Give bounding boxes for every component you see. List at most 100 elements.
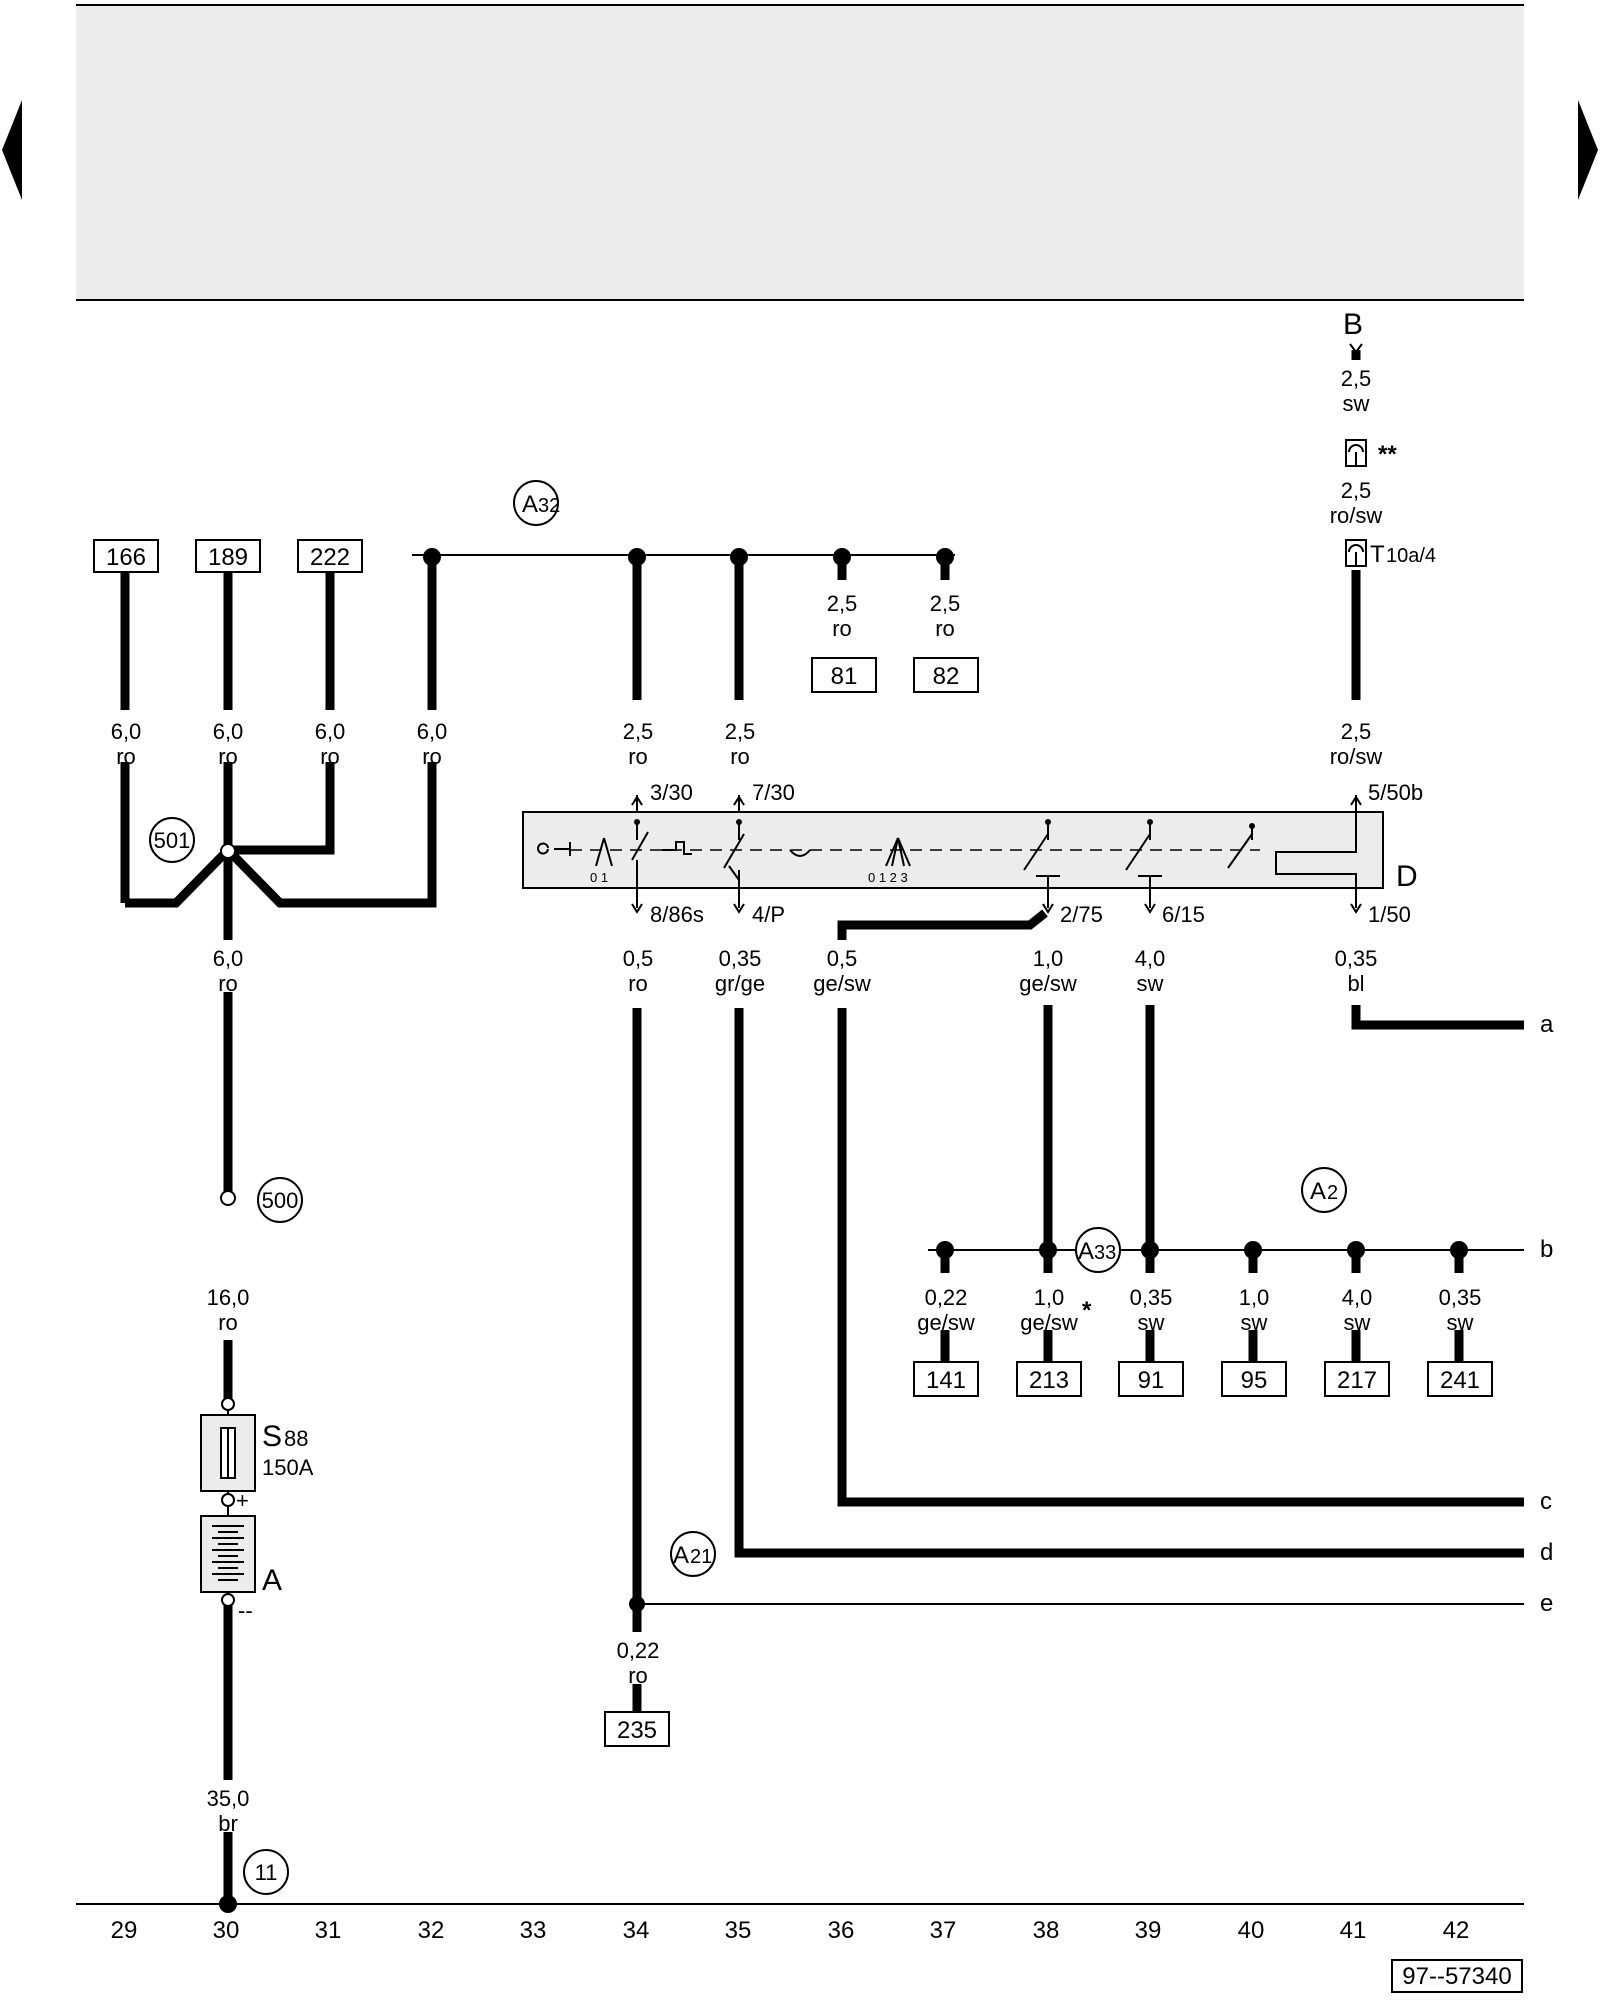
pin-2-75: 2/75 — [1060, 902, 1103, 927]
col-37: 37 — [930, 1917, 957, 1944]
pin-1-50: 1/50 — [1368, 902, 1411, 927]
ref-235: 235 — [617, 1717, 657, 1744]
edge-b: b — [1540, 1236, 1553, 1263]
ref-boxes — [93, 539, 1523, 1993]
circle-501: 501 — [154, 828, 191, 853]
w91-color: sw — [1138, 1310, 1165, 1335]
thin-lines — [76, 554, 1524, 1905]
col-39: 39 — [1135, 1917, 1162, 1944]
label-S-sub: 88 — [284, 1426, 308, 1451]
ref-241: 241 — [1440, 1367, 1480, 1394]
label-T-sub: 10a/4 — [1386, 545, 1436, 567]
w166-size: 6,0 — [111, 719, 142, 744]
ignition-switch-D: 0 1 0 1 2 3 — [522, 795, 1384, 908]
col-33: 33 — [520, 1917, 547, 1944]
w217-color: sw — [1344, 1310, 1371, 1335]
prev-page-arrow-icon[interactable] — [2, 100, 22, 200]
circle-A2-main: A — [1310, 1178, 1326, 1205]
w32-size: 6,0 — [417, 719, 448, 744]
label-A: A — [262, 1564, 282, 1597]
w30c-size: 35,0 — [207, 1786, 250, 1811]
w34c-color: ro — [628, 1663, 648, 1688]
w222-size: 6,0 — [315, 719, 346, 744]
edge-d: d — [1540, 1539, 1553, 1566]
col-30: 30 — [213, 1917, 240, 1944]
ref-box-labels: 166 189 222 81 82 235 141 213 91 95 217 … — [106, 544, 1512, 1990]
w34c-size: 0,22 — [617, 1638, 660, 1663]
label-S-rating: 150A — [262, 1455, 314, 1480]
col-29: 29 — [111, 1917, 138, 1944]
w222-color: ro — [320, 744, 340, 769]
header-panel — [76, 5, 1524, 300]
circle-500: 500 — [262, 1188, 299, 1213]
w35b-color: gr/ge — [715, 971, 765, 996]
edge-a: a — [1540, 1011, 1554, 1038]
w217-size: 4,0 — [1342, 1285, 1373, 1310]
col-40: 40 — [1238, 1917, 1265, 1944]
junction-dots — [219, 548, 1468, 1913]
w39b-size: 4,0 — [1135, 946, 1166, 971]
ref-82: 82 — [933, 663, 960, 690]
w30c-color: br — [218, 1811, 238, 1836]
col-36: 36 — [828, 1917, 855, 1944]
ref-213: 213 — [1029, 1367, 1069, 1394]
w34b-color: ro — [628, 971, 648, 996]
w95-color: sw — [1241, 1310, 1268, 1335]
w34a-color: ro — [628, 744, 648, 769]
circle-A33-main: A — [1078, 1238, 1094, 1265]
w213-color: ge/sw — [1020, 1310, 1078, 1335]
w241-color: sw — [1447, 1310, 1474, 1335]
fuse-S88 — [200, 1410, 256, 1494]
w35b-size: 0,35 — [719, 946, 762, 971]
col-41: 41 — [1340, 1917, 1367, 1944]
w213-size: 1,0 — [1034, 1285, 1065, 1310]
connector-T10a4 — [1345, 539, 1367, 567]
pin-5-50b: 5/50b — [1368, 780, 1423, 805]
w95-size: 1,0 — [1239, 1285, 1270, 1310]
pin-arrows — [631, 795, 1362, 914]
circle-A32-main: A — [522, 491, 538, 518]
label-D: D — [1396, 860, 1418, 893]
label-battery-plus: + — [236, 1488, 249, 1513]
circle-A33-sub: 33 — [1094, 1242, 1116, 1264]
label-double-star: ** — [1378, 441, 1397, 468]
connector-B: B — [1343, 308, 1363, 354]
wB3-size: 2,5 — [1341, 719, 1372, 744]
w38b-color: ge/sw — [1019, 971, 1077, 996]
wire-labels: 6,0 ro 6,0 ro 6,0 ro 6,0 ro 2,5 ro 2,5 r… — [111, 366, 1482, 1836]
wire-label-backgrounds — [96, 360, 1494, 1832]
next-page-arrow-icon[interactable] — [1578, 100, 1598, 200]
w41b-color: bl — [1347, 971, 1364, 996]
w30b-color: ro — [218, 1310, 238, 1335]
col-34: 34 — [623, 1917, 650, 1944]
pin-8-86s: 8/86s — [650, 902, 704, 927]
label-battery-minus: -- — [238, 1598, 253, 1623]
edge-e: e — [1540, 1590, 1553, 1617]
circled-labels — [149, 480, 1347, 1895]
w39b-color: sw — [1137, 971, 1164, 996]
column-numbers: 29 30 31 32 33 34 35 36 37 38 39 40 41 4… — [111, 1917, 1470, 1944]
col-38: 38 — [1033, 1917, 1060, 1944]
circle-A21-main: A — [673, 1542, 689, 1569]
circle-A2-sub: 2 — [1327, 1182, 1338, 1204]
wB3-color: ro/sw — [1330, 744, 1383, 769]
battery-A — [200, 1506, 256, 1594]
edge-labels: a b c d e — [1540, 1011, 1554, 1617]
wire-222 — [228, 572, 335, 855]
wB2-size: 2,5 — [1341, 478, 1372, 503]
circle-A21-sub: 21 — [690, 1546, 712, 1568]
w41b-size: 0,35 — [1335, 946, 1378, 971]
pin-4-P: 4/P — [752, 902, 785, 927]
w82-color: ro — [935, 616, 955, 641]
edge-c: c — [1540, 1488, 1552, 1515]
wire-35-bottom — [734, 1008, 1524, 1558]
col-32: 32 — [418, 1917, 445, 1944]
wire-32 — [125, 558, 437, 908]
switch-pos-01: 0 1 — [590, 870, 608, 885]
ref-141: 141 — [926, 1367, 966, 1394]
w30b-size: 16,0 — [207, 1285, 250, 1310]
ref-189: 189 — [208, 544, 248, 571]
col-31: 31 — [315, 1917, 342, 1944]
label-T: T — [1370, 541, 1385, 568]
w32-color: ro — [422, 744, 442, 769]
